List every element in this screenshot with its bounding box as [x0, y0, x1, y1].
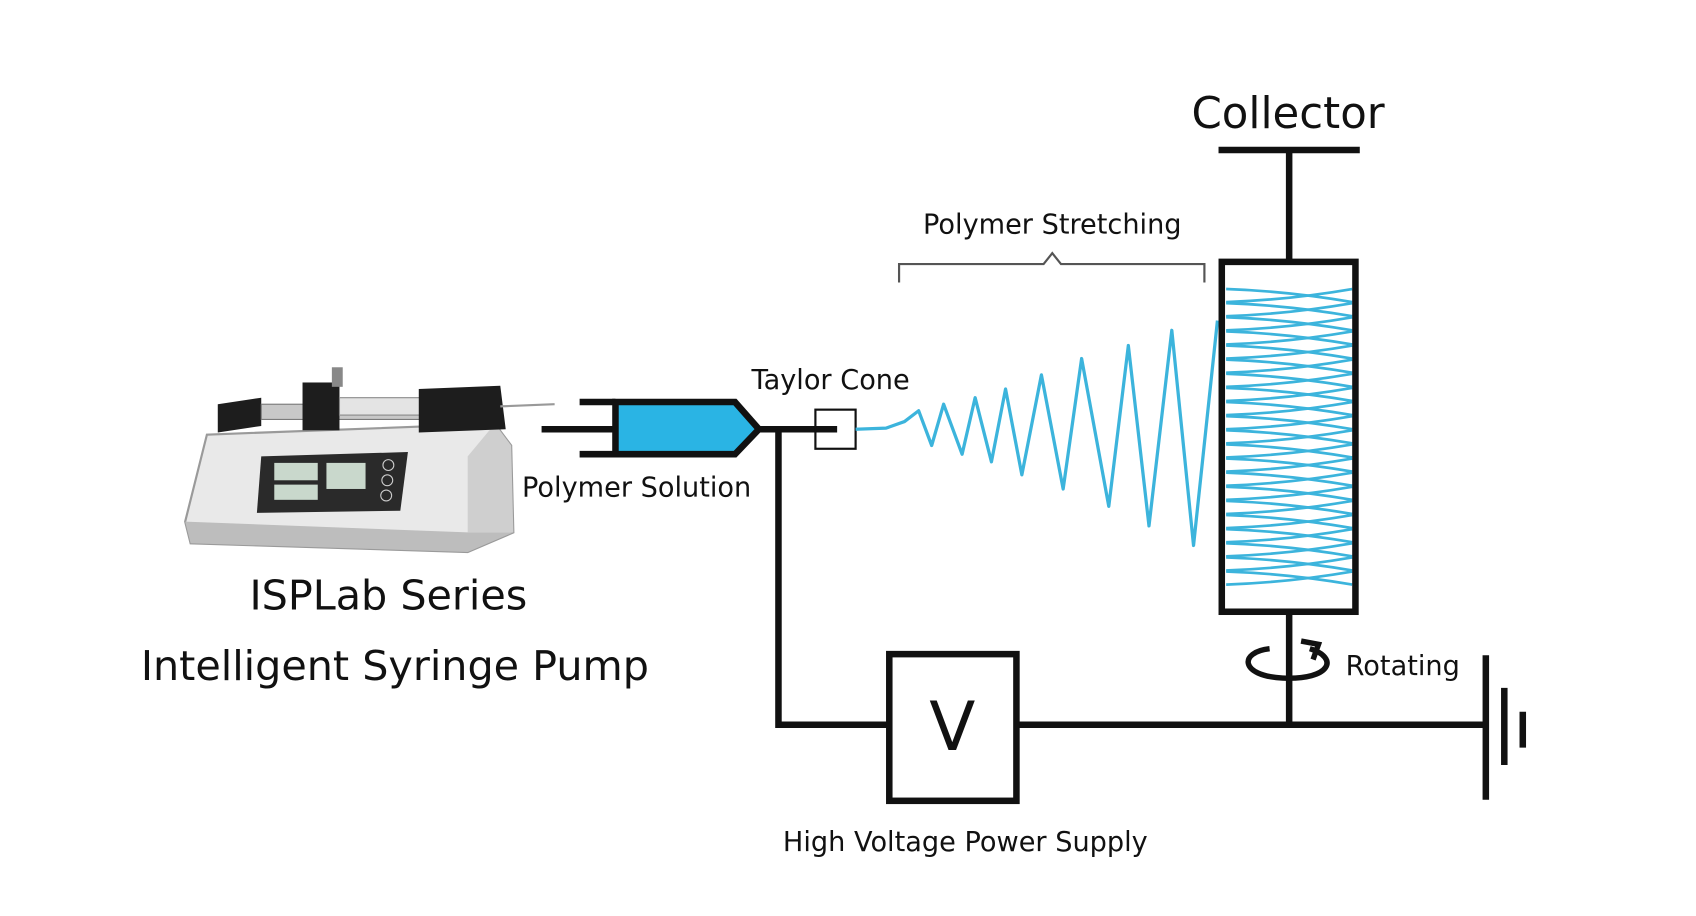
fiber-strand — [1226, 386, 1353, 403]
rotating-arrow-icon — [1245, 638, 1330, 681]
collected-fibers — [1226, 287, 1353, 586]
fiber-strand — [1226, 471, 1353, 488]
fiber-strand — [1226, 287, 1353, 304]
fiber-strand — [1226, 443, 1353, 459]
fiber-strand — [1226, 457, 1353, 473]
fiber-strand — [1226, 344, 1353, 360]
fiber-strand — [1226, 570, 1353, 586]
fiber-strand — [1226, 541, 1353, 558]
ground-icon — [1482, 655, 1527, 800]
collector-drum — [1218, 258, 1359, 616]
fiber-strand — [1226, 330, 1353, 346]
fiber-strand — [1226, 414, 1353, 431]
syringe-pump-image — [184, 367, 555, 554]
syringe — [541, 398, 838, 458]
fiber-strand — [1226, 315, 1353, 332]
polymer-stretching-label: Polymer Stretching — [923, 210, 1182, 241]
fiber-strand — [1226, 301, 1353, 318]
fiber-strand — [1226, 471, 1353, 488]
fiber-strand — [1226, 428, 1353, 445]
fiber-strand — [1226, 372, 1353, 389]
circuit-wires — [775, 429, 1486, 729]
polymer-jet — [855, 320, 1220, 548]
taylor-cone-label: Taylor Cone — [750, 365, 909, 396]
fiber-strand — [1226, 527, 1353, 544]
fiber-strand — [1226, 541, 1353, 558]
fiber-strand — [1226, 428, 1353, 445]
fiber-strand — [1226, 330, 1353, 346]
fiber-strand — [1226, 287, 1353, 304]
fiber-strand — [1226, 570, 1353, 586]
fiber-strand — [1226, 358, 1353, 375]
fiber-strand — [1226, 485, 1353, 502]
fiber-strand — [1226, 372, 1353, 389]
fiber-strand — [1226, 556, 1353, 572]
fiber-strand — [1226, 301, 1353, 318]
stretching-bracket — [897, 251, 1206, 283]
fiber-strand — [1226, 485, 1353, 502]
fiber-strand — [1226, 527, 1353, 544]
fiber-strand — [1226, 499, 1353, 516]
pump-name-label: Intelligent Syringe Pump — [141, 642, 649, 690]
fiber-strand — [1226, 513, 1353, 530]
collector-label: Collector — [1191, 89, 1384, 139]
fiber-strand — [1226, 344, 1353, 360]
fiber-strand — [1226, 386, 1353, 403]
power-supply-box — [886, 650, 1020, 805]
pump-series-label: ISPLab Series — [249, 572, 527, 620]
voltage-symbol: V — [929, 687, 975, 766]
fiber-strand — [1226, 400, 1353, 417]
fiber-strand — [1226, 513, 1353, 530]
fiber-strand — [1226, 443, 1353, 459]
fiber-strand — [1226, 414, 1353, 431]
fiber-strand — [1226, 499, 1353, 516]
rotating-label: Rotating — [1346, 651, 1460, 682]
fiber-strand — [1226, 400, 1353, 417]
fiber-strand — [1226, 358, 1353, 375]
fiber-strand — [1226, 315, 1353, 332]
fiber-strand — [1226, 457, 1353, 473]
power-supply-label: High Voltage Power Supply — [783, 827, 1148, 858]
fiber-strand — [1226, 556, 1353, 572]
polymer-solution-label: Polymer Solution — [522, 473, 751, 504]
